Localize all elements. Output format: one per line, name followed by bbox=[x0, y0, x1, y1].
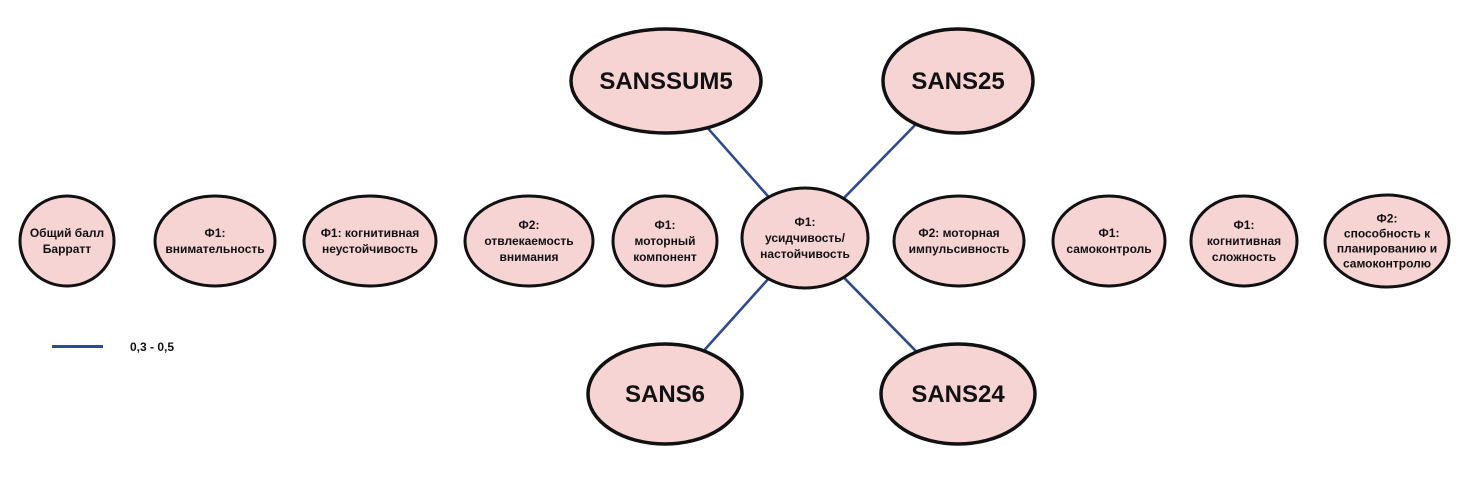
node-f1-perseverance: Ф1: усидчивость/настойчивость bbox=[740, 186, 870, 290]
node-label-line: SANS6 bbox=[625, 381, 705, 408]
edge-f1_perseverance-sans24 bbox=[842, 276, 918, 353]
node-label-line: Ф2: bbox=[519, 218, 540, 232]
node-label-line: когнитивная bbox=[1207, 234, 1281, 248]
node-label-line: самоконтролю bbox=[1343, 257, 1431, 271]
node-label-line: SANSSUM5 bbox=[599, 68, 732, 95]
node-ellipse bbox=[1051, 194, 1167, 288]
node-sanssum5: SANSSUM5 bbox=[569, 27, 763, 135]
node-ellipse bbox=[569, 27, 763, 135]
node-ellipse bbox=[892, 194, 1026, 288]
node-ellipse bbox=[302, 194, 438, 288]
node-ellipse bbox=[463, 194, 595, 288]
node-label-line: Общий балл bbox=[30, 226, 104, 240]
node-f1-motor: Ф1: моторный компонент bbox=[611, 194, 719, 288]
node-f2-motor-impulsivity: Ф2: моторная импульсивность bbox=[892, 194, 1026, 288]
node-label-line: SANS24 bbox=[911, 381, 1005, 408]
legend-label: 0,3 - 0,5 bbox=[130, 340, 175, 354]
node-f1-attention: Ф1: внимательность bbox=[153, 194, 277, 288]
node-ellipse bbox=[1189, 194, 1299, 288]
node-label-line: Ф1: bbox=[205, 226, 226, 240]
edge-f1_perseverance-sans25 bbox=[842, 123, 917, 200]
node-label-line: Ф1: bbox=[655, 218, 676, 232]
node-label-line: Ф1: bbox=[1234, 218, 1255, 232]
node-f1-cognitive-complexity: Ф1: когнитивная сложность bbox=[1189, 194, 1299, 288]
node-label-line: Барратт bbox=[43, 242, 92, 256]
node-label-line: компонент bbox=[633, 250, 697, 264]
node-label-line: Ф2: моторная bbox=[918, 226, 999, 240]
node-label-line: Ф1: bbox=[795, 215, 816, 229]
node-ellipse bbox=[879, 342, 1037, 446]
node-ellipse bbox=[740, 186, 870, 290]
node-ellipse bbox=[586, 342, 744, 446]
node-ellipse bbox=[18, 194, 116, 288]
node-ellipse bbox=[1323, 193, 1451, 289]
node-label-line: Ф1: когнитивная bbox=[321, 226, 420, 240]
node-f2-distractibility: Ф2: отвлекаемость внимания bbox=[463, 194, 595, 288]
node-f1-cognitive-instability: Ф1: когнитивная неустойчивость bbox=[302, 194, 438, 288]
node-f1-self-control: Ф1: самоконтроль bbox=[1051, 194, 1167, 288]
edge-f1_perseverance-sanssum5 bbox=[706, 126, 770, 198]
node-label-line: моторный bbox=[634, 234, 695, 248]
node-label-line: неустойчивость bbox=[322, 242, 418, 256]
node-label-line: импульсивность bbox=[909, 242, 1010, 256]
node-ellipse bbox=[153, 194, 277, 288]
edge-f1_perseverance-sans6 bbox=[702, 277, 770, 352]
legend-line-swatch bbox=[52, 345, 103, 348]
node-label-line: отвлекаемость bbox=[484, 234, 573, 248]
edges-layer bbox=[702, 123, 918, 353]
node-label-line: Ф1: bbox=[1099, 226, 1120, 240]
node-label-line: внимательность bbox=[165, 242, 264, 256]
node-label-line: самоконтроль bbox=[1066, 242, 1151, 256]
node-label-line: усидчивость/ bbox=[765, 231, 846, 245]
node-label-line: SANS25 bbox=[911, 68, 1004, 95]
node-label-line: Ф2: bbox=[1377, 212, 1398, 226]
node-label-line: планированию и bbox=[1337, 242, 1437, 256]
node-label-line: способность к bbox=[1344, 227, 1431, 241]
node-label-line: настойчивость bbox=[760, 247, 850, 261]
node-ellipse bbox=[881, 27, 1035, 135]
node-sans25: SANS25 bbox=[881, 27, 1035, 135]
node-ellipse bbox=[611, 194, 719, 288]
node-sans24: SANS24 bbox=[879, 342, 1037, 446]
node-label-line: сложность bbox=[1212, 250, 1276, 264]
node-label-line: внимания bbox=[499, 250, 558, 264]
node-sans6: SANS6 bbox=[586, 342, 744, 446]
